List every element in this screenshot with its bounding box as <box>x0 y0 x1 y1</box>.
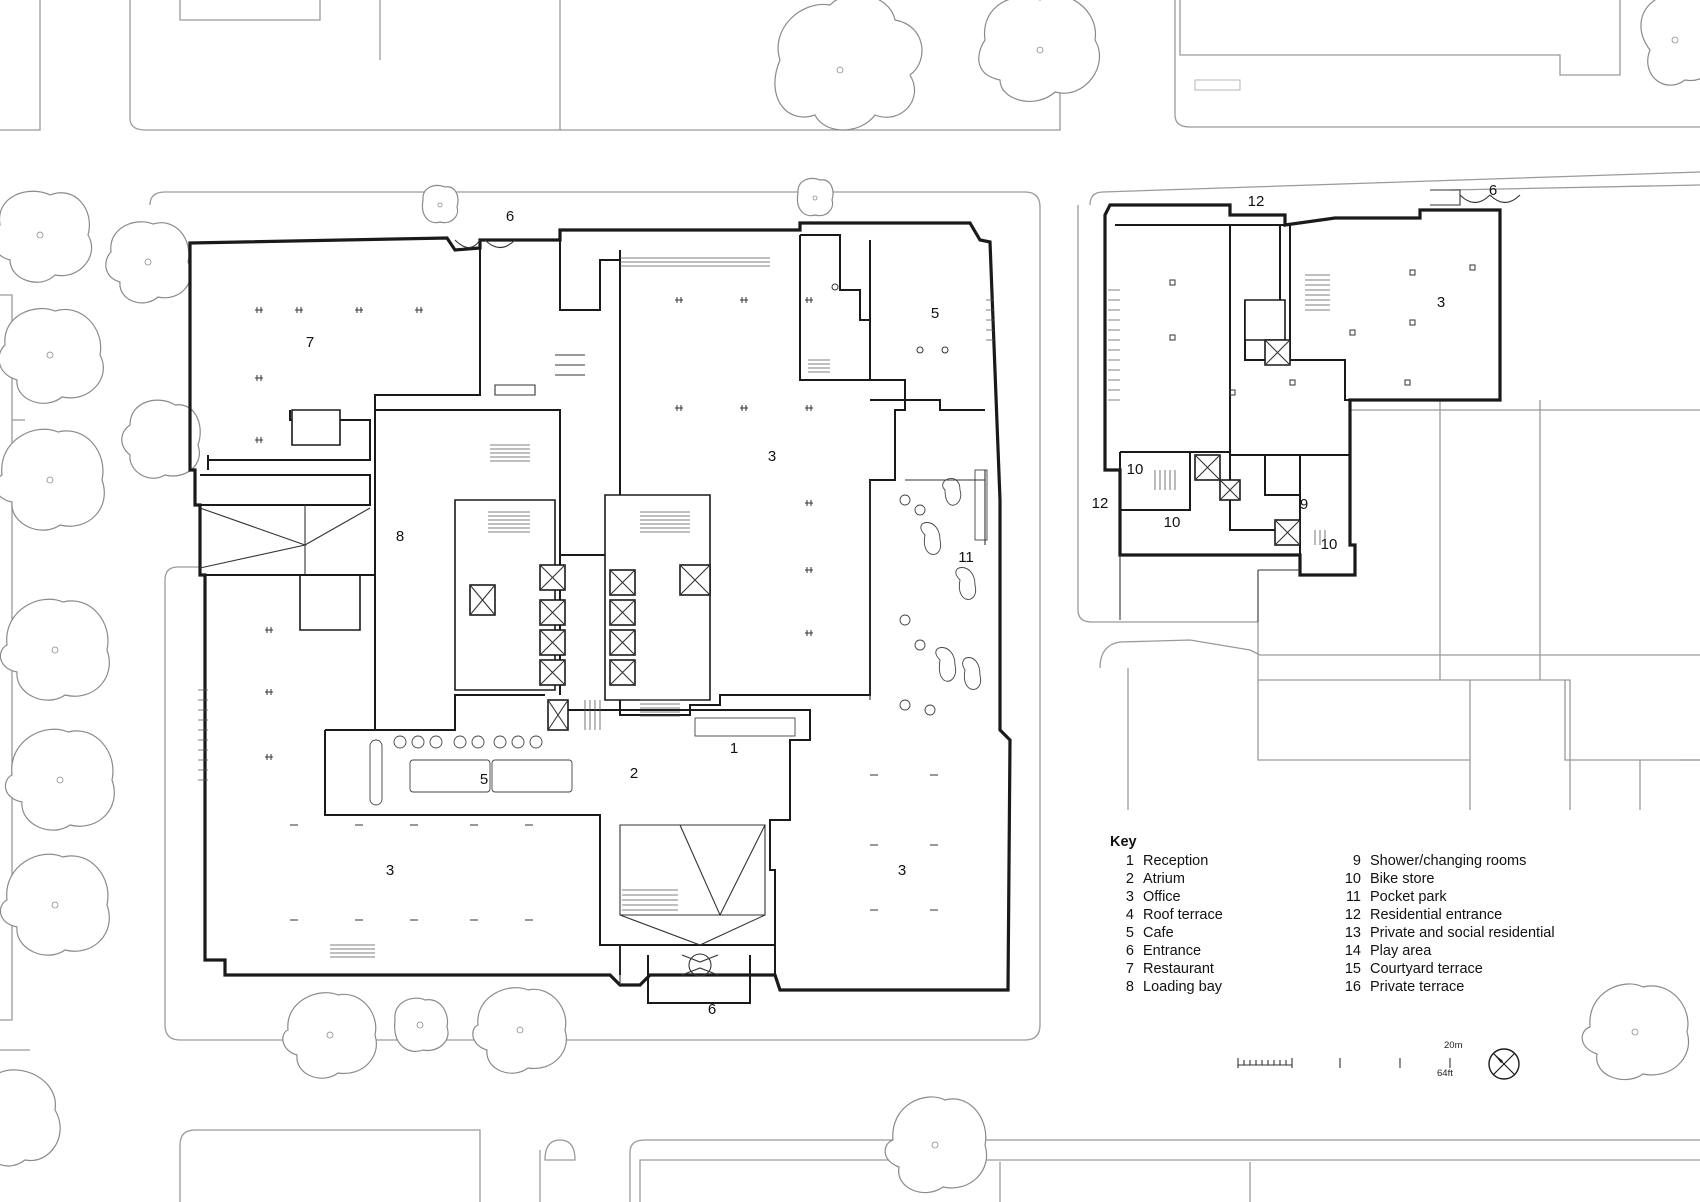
label-residential-entrance-north: 12 <box>1248 193 1265 210</box>
label-office-southeast: 3 <box>898 862 906 879</box>
east-building <box>1103 189 1521 622</box>
label-restaurant: 7 <box>306 334 314 351</box>
label-cafe-northeast: 5 <box>931 305 939 322</box>
columns <box>255 297 938 921</box>
north-arrow-icon <box>1488 1048 1520 1080</box>
label-loading-bay: 8 <box>396 528 404 545</box>
scale-label-metric: 20m <box>1444 1040 1463 1051</box>
main-building <box>188 221 1012 1004</box>
label-entrance-south: 6 <box>708 1001 716 1018</box>
label-office-north: 3 <box>768 448 776 465</box>
key-title: Key <box>1110 834 1137 850</box>
label-pocket-park: 11 <box>958 549 974 566</box>
scale-label-imperial: 64ft <box>1437 1068 1453 1079</box>
label-shower-changing: 9 <box>1300 496 1308 513</box>
label-bike-store-b: 10 <box>1164 514 1181 531</box>
label-reception: 1 <box>730 740 738 757</box>
label-east-office: 3 <box>1437 294 1445 311</box>
label-bike-store-a: 10 <box>1127 461 1144 478</box>
scale-bar <box>1237 1058 1451 1068</box>
label-entrance-north: 6 <box>506 208 514 225</box>
label-office-southwest: 3 <box>386 862 394 879</box>
label-east-entrance: 6 <box>1489 182 1497 199</box>
label-residential-entrance-west: 12 <box>1092 495 1109 512</box>
room-labels: 1 2 3 3 3 5 5 6 6 7 8 11 3 6 12 12 9 10 … <box>306 182 1497 1018</box>
label-atrium: 2 <box>630 765 638 782</box>
label-bike-store-c: 10 <box>1321 536 1338 553</box>
label-cafe-atrium: 5 <box>480 771 488 788</box>
